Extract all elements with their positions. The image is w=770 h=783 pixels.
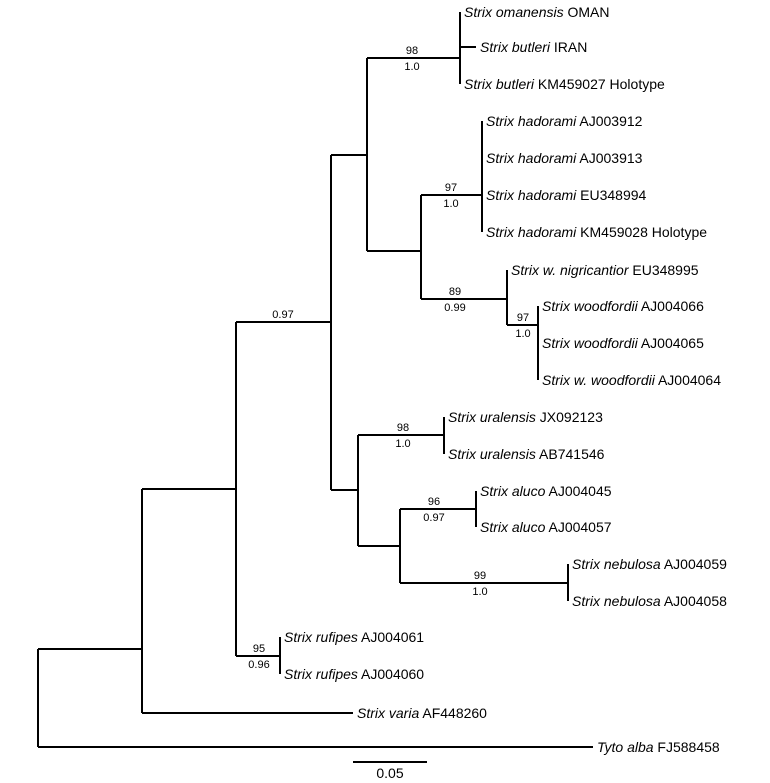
tree-branches [37,12,593,748]
posterior-value: 1.0 [404,61,419,73]
posterior-value: 1.0 [515,328,530,340]
tip-label: Strix butleri IRAN [480,39,587,55]
tip-label: Strix rufipes AJ004060 [284,666,424,682]
tip-label: Strix varia AF448260 [357,705,487,721]
posterior-value: 0.97 [423,512,444,524]
tip-label: Strix aluco AJ004045 [480,483,612,499]
tip-label: Strix uralensis AB741546 [448,446,605,462]
bootstrap-value: 97 [445,182,457,194]
tip-label: Strix hadorami KM459028 Holotype [486,224,707,240]
support-values: 98 1.0 97 1.0 89 0.99 97 1.0 0.97 98 1.0 96 0.97 99 1.… [248,45,530,671]
tip-label: Strix woodfordii AJ004066 [542,298,704,314]
tip-label: Strix nebulosa AJ004059 [572,556,727,572]
tip-label: Tyto alba FJ588458 [597,739,720,755]
bootstrap-value: 98 [397,422,409,434]
bootstrap-value: 97 [517,312,529,324]
scale-bar: 0.05 [353,761,427,781]
tip-label: Strix rufipes AJ004061 [284,629,424,645]
posterior-value: 0.99 [444,302,465,314]
bootstrap-value: 96 [428,496,440,508]
tip-label: Strix w. nigricantior EU348995 [511,262,699,278]
scale-bar-label: 0.05 [376,765,403,781]
bootstrap-value: 99 [474,570,486,582]
bootstrap-value: 95 [253,643,265,655]
posterior-value: 1.0 [395,438,410,450]
posterior-value: 0.96 [248,659,269,671]
bootstrap-value: 98 [406,45,418,57]
tip-label: Strix hadorami EU348994 [486,187,647,203]
tip-label: Strix uralensis JX092123 [448,409,603,425]
posterior-value: 1.0 [443,198,458,210]
tip-label: Strix woodfordii AJ004065 [542,335,704,351]
tip-label: Strix hadorami AJ003912 [486,113,643,129]
tip-label: Strix omanensis OMAN [464,4,609,20]
posterior-value: 1.0 [472,586,487,598]
tip-label: Strix hadorami AJ003913 [486,150,643,166]
bootstrap-value: 89 [449,286,461,298]
tip-label: Strix w. woodfordii AJ004064 [542,372,721,388]
posterior-value: 0.97 [272,309,293,321]
tip-label: Strix nebulosa AJ004058 [572,593,727,609]
tip-label: Strix aluco AJ004057 [480,519,612,535]
tip-label: Strix butleri KM459027 Holotype [464,76,665,92]
tip-labels: Strix omanensis OMAN Strix butleri IRAN St… [284,4,727,755]
